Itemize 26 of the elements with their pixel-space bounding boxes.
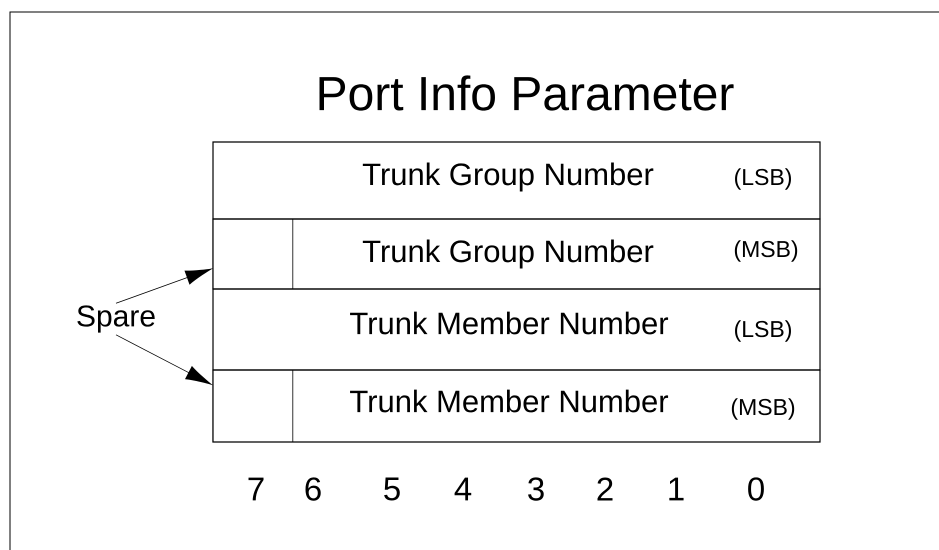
byte-order-note: (MSB)	[734, 240, 798, 262]
field-name: Trunk Member Number	[350, 390, 668, 412]
bit-number: 5	[384, 478, 400, 501]
bit-number: 3	[528, 477, 544, 501]
byte-order-note: (LSB)	[735, 168, 791, 190]
bit-number: 0	[748, 477, 764, 501]
spare-cell	[212, 370, 294, 442]
bit-number: 6	[306, 477, 321, 501]
table-row	[212, 218, 821, 290]
leader-arrow	[116, 268, 212, 304]
spare-cell	[212, 218, 294, 290]
field-name: Trunk Group Number	[362, 162, 654, 192]
bit-number: 4	[454, 478, 472, 500]
byte-order-note: (LSB)	[735, 320, 791, 342]
bit-number: 2	[598, 478, 613, 501]
bit-number: 7	[248, 478, 264, 500]
bit-number: 1	[669, 478, 684, 500]
field-name: Trunk Group Number	[362, 240, 654, 268]
table-row	[212, 369, 821, 443]
callout-text: Spare	[77, 305, 155, 333]
byte-order-note: (MSB)	[732, 398, 794, 420]
table-row	[212, 141, 821, 220]
title: Port Info Parameter	[320, 75, 734, 111]
table-row	[212, 288, 821, 371]
leader-arrow	[116, 334, 212, 385]
field-name: Trunk Member Number	[350, 312, 668, 334]
